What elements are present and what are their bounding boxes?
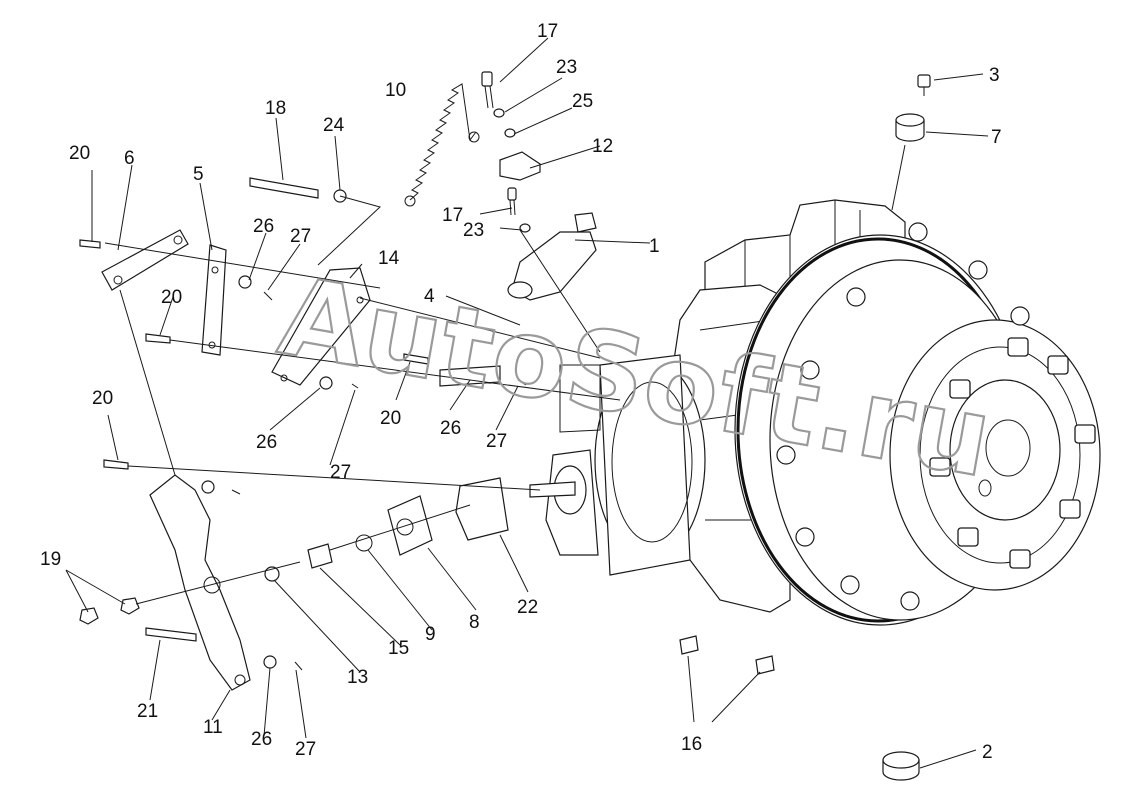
- callout-26-c: 26: [440, 418, 461, 439]
- callout-20-c: 20: [92, 388, 113, 409]
- hub-bolts: [776, 222, 1096, 611]
- callout-21: 21: [137, 701, 158, 722]
- callout-20-d: 20: [380, 408, 401, 429]
- assembly-axis-lines: [104, 144, 906, 605]
- callout-20-a: 20: [69, 143, 90, 164]
- callout-27-d: 27: [295, 739, 316, 760]
- callout-26-b: 26: [256, 432, 277, 453]
- callout-22: 22: [517, 597, 538, 618]
- valve-body-part-1: [507, 212, 597, 301]
- callout-27-b: 27: [330, 462, 351, 483]
- callout-4: 4: [424, 286, 435, 307]
- callout-11: 11: [203, 717, 223, 738]
- bracket-part-14: [271, 267, 371, 386]
- plug-part-2: [882, 751, 920, 781]
- callout-26-d: 26: [251, 729, 272, 750]
- nuts-part-19: [79, 597, 140, 625]
- callout-24: 24: [323, 115, 345, 136]
- callout-20-b: 20: [161, 287, 182, 308]
- callout-6: 6: [124, 148, 135, 169]
- callout-26-a: 26: [253, 216, 274, 237]
- callout-25: 25: [572, 91, 593, 112]
- plug-part-3: [917, 74, 931, 96]
- callout-27-c: 27: [486, 431, 507, 452]
- callout-5: 5: [193, 164, 204, 185]
- lever-part-5: [201, 244, 227, 356]
- callout-19: 19: [40, 549, 61, 570]
- callout-12: 12: [592, 136, 613, 157]
- callout-13: 13: [347, 667, 368, 688]
- plugs-part-16: [679, 635, 775, 675]
- washers-part-23-25: [493, 108, 531, 233]
- callout-7: 7: [991, 127, 1002, 148]
- callout-15: 15: [388, 638, 409, 659]
- callout-2: 2: [982, 742, 993, 763]
- callout-labels: 1 2 3 4 5 6 7 8 9 10 11 12 13 14 15 16 1…: [40, 21, 1002, 763]
- lever-part-11: [149, 474, 251, 691]
- callout-17-mid: 17: [442, 205, 463, 226]
- callout-9: 9: [425, 624, 436, 645]
- callout-14: 14: [378, 248, 400, 269]
- cotter-pins-part-27: [231, 291, 527, 671]
- bracket-part-12: [499, 151, 541, 181]
- callout-1: 1: [649, 236, 660, 257]
- callout-23-mid: 23: [463, 220, 484, 241]
- callout-27-a: 27: [290, 226, 311, 247]
- shaft-seal-parts-8-9-13-15-22: [264, 365, 509, 582]
- callout-10: 10: [385, 80, 406, 101]
- pins-part-18-20-21: [79, 177, 429, 642]
- callout-23-top: 23: [556, 57, 577, 78]
- callout-18: 18: [265, 98, 286, 119]
- brake-drum-mount: [529, 354, 706, 576]
- callout-16: 16: [681, 734, 702, 755]
- cap-part-7: [895, 113, 925, 142]
- leader-lines: [65, 37, 989, 769]
- lever-part-6: [101, 229, 189, 291]
- callout-17-top: 17: [537, 21, 558, 42]
- spring-part-10: [404, 83, 480, 207]
- final-drive-housing: [667, 199, 1101, 626]
- callout-8: 8: [469, 612, 480, 633]
- callout-3: 3: [989, 65, 1000, 86]
- bolts-part-17: [481, 71, 517, 216]
